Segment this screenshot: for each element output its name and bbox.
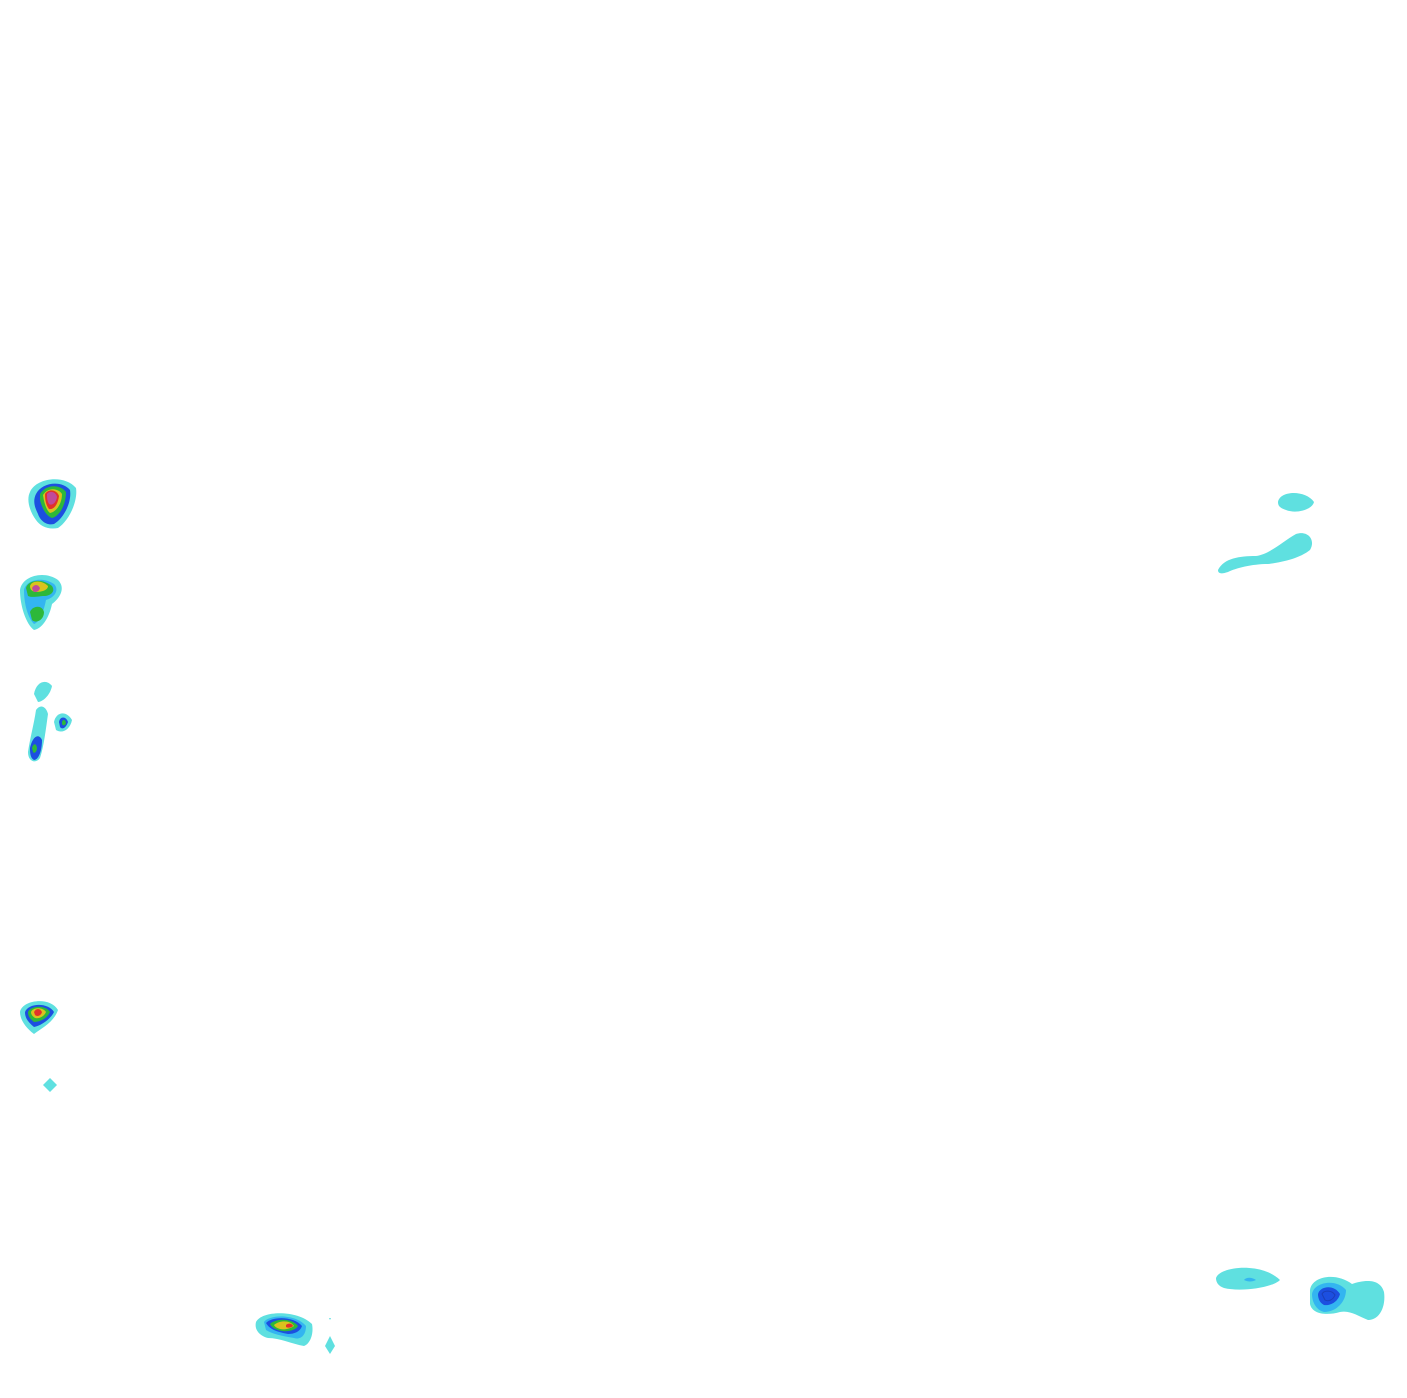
contour-blob-j: [1310, 1276, 1385, 1320]
contour-blob-f: [255, 1313, 335, 1354]
contour-blob-h: [1218, 533, 1313, 574]
contour-blob-b: [20, 575, 62, 630]
contour-blob-i: [1216, 1267, 1280, 1290]
contour-blob-a: [28, 479, 77, 529]
contour-blob-g: [1278, 493, 1314, 512]
contour-blob-d: [20, 1001, 58, 1034]
contour-blob-e: [43, 1078, 57, 1092]
contour-blob-c: [28, 681, 72, 762]
